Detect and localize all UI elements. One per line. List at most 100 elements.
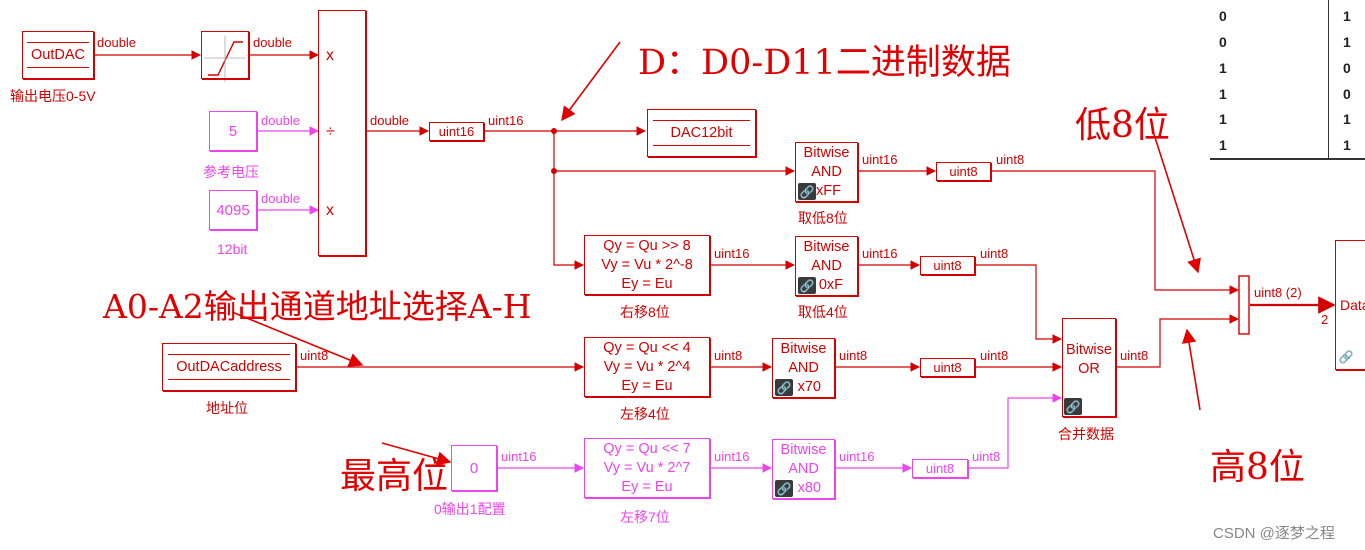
and-80-line2: AND bbox=[788, 460, 819, 477]
const-4095-caption: 12bit bbox=[217, 241, 248, 257]
data-port-number: 2 bbox=[1321, 312, 1329, 327]
signal-label: uint8 (2) bbox=[1254, 285, 1302, 300]
table-cell: 1 bbox=[1343, 137, 1351, 153]
signal-label: uint8 bbox=[1120, 348, 1149, 363]
annotation-msb: 最高位 bbox=[340, 456, 449, 497]
const-5-block[interactable]: 5 bbox=[209, 111, 257, 151]
shl4-line1: Qy = Qu << 4 bbox=[603, 339, 691, 356]
conv-uint8-label: uint8 bbox=[933, 258, 962, 273]
shr8-line3: Ey = Eu bbox=[621, 275, 673, 292]
mux-bar bbox=[1238, 275, 1250, 335]
outdac-block[interactable]: OutDAC bbox=[22, 31, 94, 79]
shl7-line2: Vy = Vu * 2^7 bbox=[603, 459, 691, 476]
junction-dot bbox=[551, 128, 557, 134]
const-0-value: 0 bbox=[469, 459, 479, 477]
signal-label: uint16 bbox=[839, 449, 875, 464]
address-caption: 地址位 bbox=[206, 400, 248, 416]
product-op: x bbox=[326, 47, 334, 64]
shr8-caption: 右移8位 bbox=[620, 304, 670, 320]
shl7-line3: Ey = Eu bbox=[621, 478, 673, 495]
and-ff-line1: Bitwise bbox=[803, 144, 850, 161]
and-80-line1: Bitwise bbox=[780, 441, 827, 458]
table-cell: 1 bbox=[1219, 137, 1227, 153]
and-80-mask: x80 bbox=[797, 479, 821, 496]
signal-label: uint8 bbox=[996, 152, 1025, 167]
and-70-mask: x70 bbox=[797, 378, 821, 395]
shift-left-7-block[interactable]: Qy = Qu << 7 Vy = Vu * 2^7 Ey = Eu bbox=[584, 438, 710, 498]
link-icon: 🔗 bbox=[1064, 398, 1082, 415]
dac12bit-label: DAC12bit bbox=[653, 120, 750, 146]
table-cell: 1 bbox=[1343, 34, 1351, 50]
const-0-block[interactable]: 0 bbox=[451, 445, 497, 491]
link-icon: 🔗 bbox=[798, 183, 816, 200]
link-icon: 🔗 bbox=[1337, 348, 1355, 365]
signal-label: double bbox=[370, 113, 410, 128]
table-cell: 1 bbox=[1343, 8, 1351, 24]
signal-label: uint8 bbox=[714, 348, 743, 363]
link-icon: 🔗 bbox=[798, 277, 816, 294]
conv-uint8-ff-block[interactable]: uint8 bbox=[936, 162, 991, 181]
junction-dot bbox=[551, 168, 557, 174]
const-0-caption: 0输出1配置 bbox=[434, 501, 506, 517]
saturation-block[interactable] bbox=[201, 31, 249, 79]
signal-label: uint8 bbox=[300, 348, 329, 363]
shl4-line2: Vy = Vu * 2^4 bbox=[603, 358, 691, 375]
signal-label: uint16 bbox=[714, 449, 750, 464]
outdac-label: OutDAC bbox=[27, 42, 89, 68]
conv-uint8-label: uint8 bbox=[949, 164, 978, 179]
and-f-line1: Bitwise bbox=[803, 238, 850, 255]
data-label: Data bbox=[1340, 297, 1365, 313]
signal-label: uint16 bbox=[862, 246, 898, 261]
conv-uint8-f-block[interactable]: uint8 bbox=[920, 256, 975, 275]
and-ff-line2: AND bbox=[811, 163, 842, 180]
table-cell: 1 bbox=[1219, 111, 1227, 127]
const-4095-value: 4095 bbox=[216, 201, 250, 219]
product-op: x bbox=[326, 202, 334, 219]
product-op: ÷ bbox=[326, 123, 335, 140]
shl4-line3: Ey = Eu bbox=[621, 377, 673, 394]
signal-label: uint16 bbox=[501, 449, 537, 464]
table-cell: 1 bbox=[1219, 60, 1227, 76]
or-line1: Bitwise bbox=[1066, 342, 1112, 358]
conv-uint8-label: uint8 bbox=[933, 360, 962, 375]
table-cell: 0 bbox=[1343, 86, 1351, 102]
outdac-caption: 输出电压0-5V bbox=[10, 88, 96, 104]
and-ff-caption: 取低8位 bbox=[798, 210, 848, 226]
shl7-line1: Qy = Qu << 7 bbox=[603, 440, 691, 457]
conv-uint8-80-block[interactable]: uint8 bbox=[912, 459, 968, 478]
table-divider bbox=[1328, 0, 1329, 158]
and-70-line1: Bitwise bbox=[780, 340, 827, 357]
const-5-value: 5 bbox=[228, 122, 238, 140]
conv-uint16-block[interactable]: uint16 bbox=[429, 122, 484, 141]
signal-label: uint16 bbox=[862, 152, 898, 167]
conv-uint16-label: uint16 bbox=[438, 124, 475, 139]
const-4095-block[interactable]: 4095 bbox=[209, 190, 257, 230]
signal-label: uint16 bbox=[714, 246, 750, 261]
table-cell: 0 bbox=[1219, 8, 1227, 24]
shift-right-8-block[interactable]: Qy = Qu >> 8 Vy = Vu * 2^-8 Ey = Eu bbox=[584, 235, 710, 295]
link-icon: 🔗 bbox=[775, 480, 793, 497]
shr8-line1: Qy = Qu >> 8 bbox=[603, 237, 691, 254]
annotation-addr-select: A0-A2输出通道地址选择A-H bbox=[103, 287, 532, 326]
table-cell: 1 bbox=[1343, 111, 1351, 127]
product-block[interactable]: x ÷ x bbox=[318, 10, 366, 256]
signal-label: uint8 bbox=[972, 449, 1001, 464]
and-f-line2: AND bbox=[811, 257, 842, 274]
signal-label: double bbox=[261, 113, 301, 128]
annotation-d-bits: D：D0-D11二进制数据 bbox=[638, 43, 1011, 83]
outdac-address-label: OutDACaddress bbox=[168, 354, 290, 380]
and-f-caption: 取低4位 bbox=[798, 304, 848, 320]
table-cell: 0 bbox=[1343, 60, 1351, 76]
table-cell: 1 bbox=[1219, 86, 1227, 102]
outdac-address-block[interactable]: OutDACaddress bbox=[162, 343, 296, 391]
signal-label: double bbox=[253, 35, 293, 50]
link-icon: 🔗 bbox=[775, 379, 793, 396]
shl4-caption: 左移4位 bbox=[620, 406, 670, 422]
conv-uint8-label: uint8 bbox=[925, 461, 955, 476]
signal-label: double bbox=[97, 35, 137, 50]
and-f-mask: 0xF bbox=[818, 276, 843, 293]
conv-uint8-70-block[interactable]: uint8 bbox=[920, 358, 975, 377]
shift-left-4-block[interactable]: Qy = Qu << 4 Vy = Vu * 2^4 Ey = Eu bbox=[584, 337, 710, 397]
dac12bit-block[interactable]: DAC12bit bbox=[647, 109, 756, 157]
